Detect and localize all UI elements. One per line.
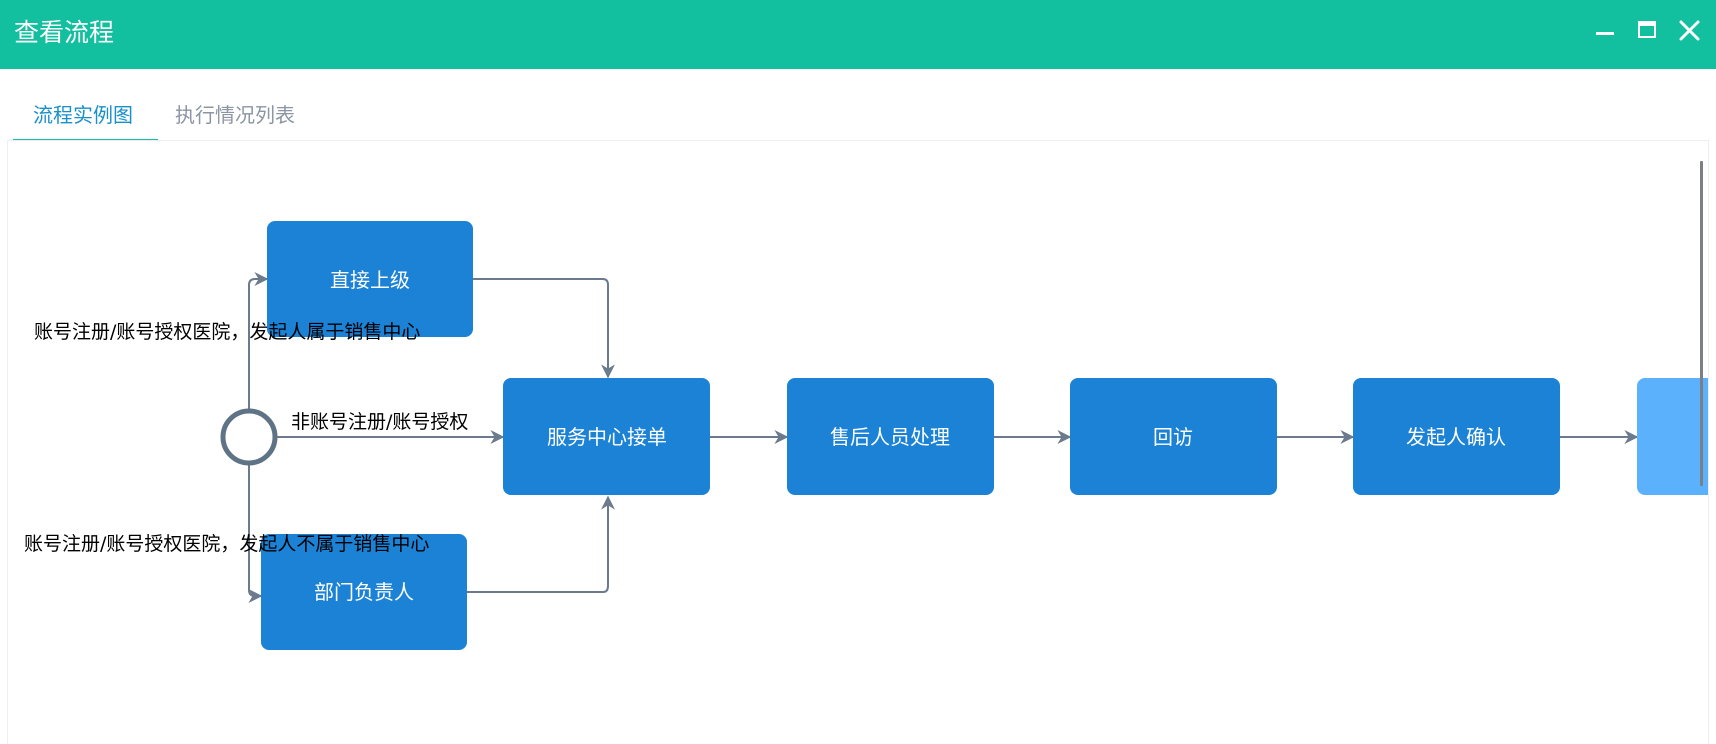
node-initiator-confirm-label: 发起人确认 [1406, 425, 1506, 449]
node-dept-head-label: 部门负责人 [314, 580, 414, 604]
node-service-center[interactable]: 服务中心接单 [503, 378, 710, 495]
scrollbar-thumb[interactable] [1700, 161, 1703, 486]
node-after-sales-label: 售后人员处理 [830, 425, 950, 449]
node-service-center-label: 服务中心接单 [547, 425, 667, 449]
maximize-icon [1638, 21, 1656, 38]
tab-bar: 流程实例图 执行情况列表 [0, 69, 1716, 142]
maximize-button[interactable] [1631, 14, 1665, 48]
flow-edges [248, 272, 1639, 603]
vertical-scrollbar[interactable] [1700, 161, 1704, 486]
edge-dept-head-to-service-center [466, 495, 615, 593]
minimize-button[interactable] [1589, 14, 1623, 48]
minimize-icon [1596, 32, 1614, 35]
edge-label-to-service-center: 非账号注册/账号授权 [291, 411, 468, 433]
edge-start-to-supervisor [248, 272, 269, 409]
node-next-pending[interactable] [1637, 378, 1708, 495]
edge-supervisor-to-service-center [473, 278, 615, 379]
window-title: 查看流程 [14, 18, 115, 47]
tab-flow-diagram[interactable]: 流程实例图 [33, 103, 133, 127]
tab-execution-list[interactable]: 执行情况列表 [175, 103, 295, 127]
node-revisit[interactable]: 回访 [1070, 378, 1277, 495]
node-supervisor-label: 直接上级 [330, 268, 410, 292]
close-button[interactable] [1673, 14, 1707, 48]
edge-label-to-dept-head: 账号注册/账号授权医院，发起人不属于销售中心 [24, 533, 429, 555]
flow-diagram: 直接上级 服务中心接单 售后人员处理 回访 发起人确认 [24, 221, 1708, 650]
node-dept-head[interactable]: 部门负责人 [261, 534, 467, 650]
title-bar: 查看流程 [0, 0, 1716, 69]
start-node[interactable] [220, 408, 278, 466]
flow-diagram-canvas: 直接上级 服务中心接单 售后人员处理 回访 发起人确认 [7, 140, 1709, 744]
node-after-sales[interactable]: 售后人员处理 [787, 378, 994, 495]
node-initiator-confirm[interactable]: 发起人确认 [1353, 378, 1560, 495]
node-supervisor[interactable]: 直接上级 [267, 221, 473, 337]
edge-start-to-dept-head [248, 465, 263, 603]
close-icon [1679, 20, 1700, 41]
node-revisit-label: 回访 [1153, 425, 1193, 449]
edge-label-to-supervisor: 账号注册/账号授权医院，发起人属于销售中心 [34, 321, 420, 343]
